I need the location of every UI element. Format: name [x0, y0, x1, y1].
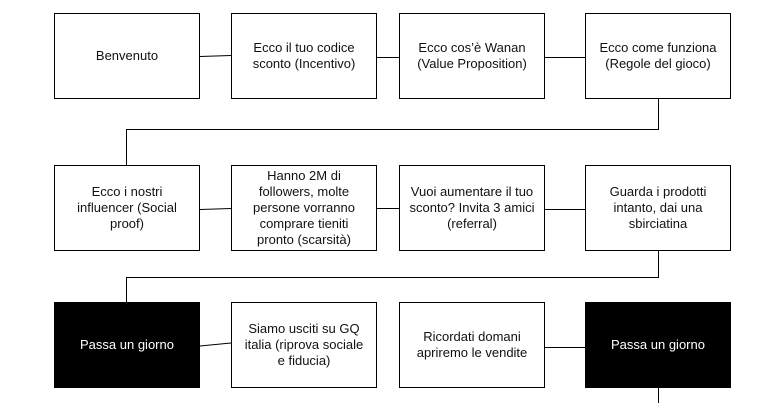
node-wait-day-1: Passa un giorno — [54, 302, 200, 388]
node-influencers: Ecco i nostri influencer (Social proof) — [54, 165, 200, 251]
node-game-rules: Ecco come funziona (Regole del gioco) — [585, 13, 731, 99]
node-label: Ecco i nostri influencer (Social proof) — [77, 184, 177, 231]
node-label: Passa un giorno — [80, 337, 174, 352]
node-label: Ricordati domani apriremo le vendite — [416, 329, 528, 360]
node-discount-code: Ecco il tuo codice sconto (Incentivo) — [231, 13, 377, 99]
connector-welcome-to-discount — [199, 55, 232, 57]
node-label: Benvenuto — [95, 48, 159, 63]
node-label: Ecco il tuo codice sconto (Incentivo) — [252, 40, 356, 71]
node-label: Hanno 2M di followers, molte persone vor… — [253, 168, 355, 247]
connector-rules-to-influencers — [126, 99, 659, 165]
node-sales-reminder: Ricordati domani apriremo le vendite — [399, 302, 545, 388]
node-welcome: Benvenuto — [54, 13, 200, 99]
node-referral: Vuoi aumentare il tuo sconto? Invita 3 a… — [399, 165, 545, 251]
connector-influencers-to-scarcity — [199, 208, 232, 210]
connector-wait-day-to-gq-feature — [199, 342, 232, 347]
node-label: Ecco come funziona (Regole del gioco) — [599, 40, 717, 71]
node-label: Ecco cos’è Wanan (Value Proposition) — [417, 40, 527, 71]
node-product-preview: Guarda i prodotti intanto, dai una sbirc… — [585, 165, 731, 251]
node-label: Siamo usciti su GQ italia (riprova socia… — [244, 321, 364, 368]
node-scarcity: Hanno 2M di followers, molte persone vor… — [231, 165, 377, 251]
node-label: Guarda i prodotti intanto, dai una sbirc… — [609, 184, 707, 231]
connector-product-preview-to-wait-day — [126, 251, 659, 302]
node-gq-feature: Siamo usciti su GQ italia (riprova socia… — [231, 302, 377, 388]
node-wait-day-2: Passa un giorno — [585, 302, 731, 388]
node-label: Vuoi aumentare il tuo sconto? Invita 3 a… — [409, 184, 535, 231]
node-value-proposition: Ecco cos’è Wanan (Value Proposition) — [399, 13, 545, 99]
node-label: Passa un giorno — [611, 337, 705, 352]
